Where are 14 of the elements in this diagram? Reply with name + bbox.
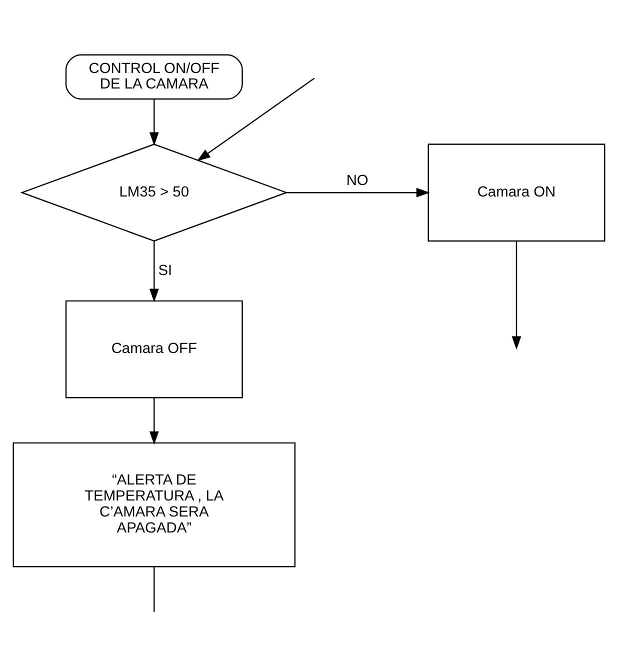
node-box: “ALERTA DE TEMPERATURA , LA C’AMARA SERA APAGADA” — [12, 442, 296, 567]
arrow — [149, 398, 159, 444]
node-diamond: LM35 > 50 — [20, 143, 288, 242]
arrow — [512, 240, 522, 350]
node-box: Camara ON — [428, 143, 606, 242]
edge-label: SI — [158, 262, 172, 278]
node-box: CONTROL ON/OFF DE LA CAMARA — [65, 54, 243, 100]
node-box: Camara OFF — [65, 300, 243, 398]
arrow — [286, 187, 430, 197]
arrow — [149, 98, 159, 146]
arrow — [196, 77, 315, 161]
arrow — [149, 240, 159, 302]
connector — [154, 566, 155, 612]
edge-label: NO — [346, 172, 368, 188]
